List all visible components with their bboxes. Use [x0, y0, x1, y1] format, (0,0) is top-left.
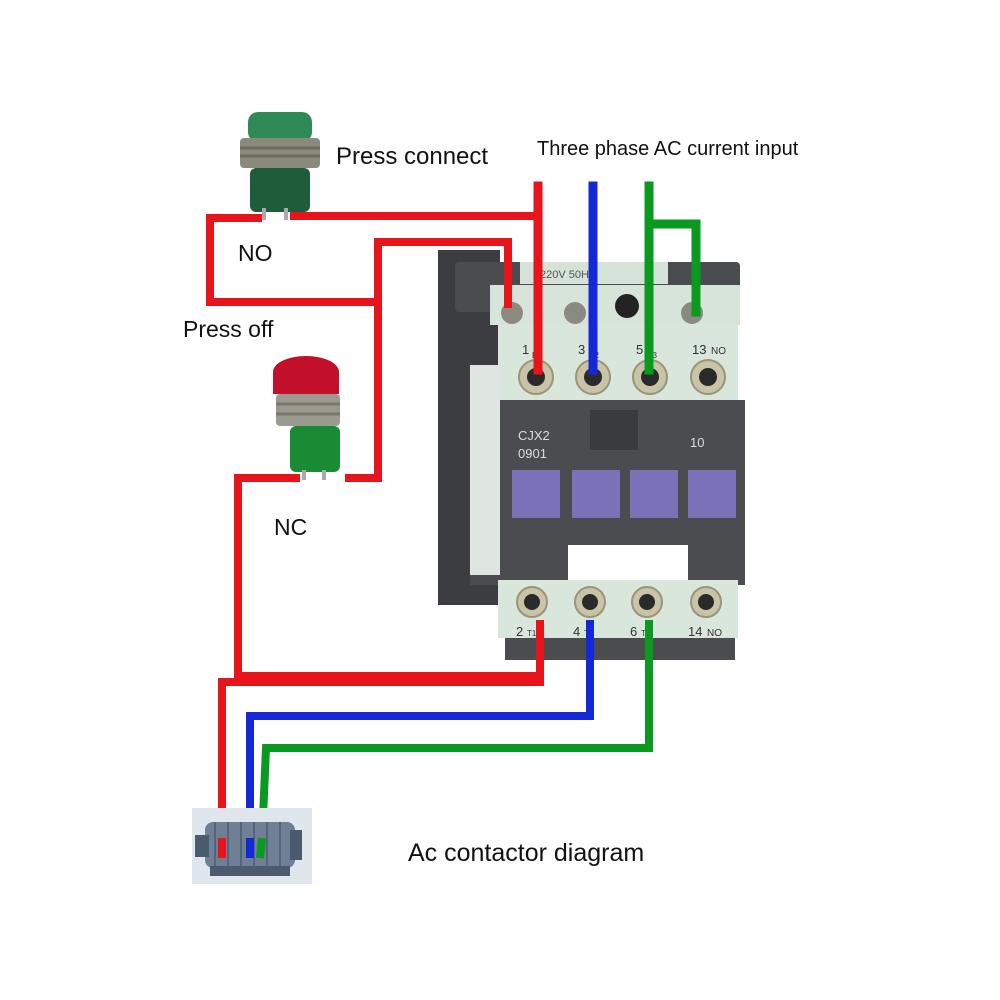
coil-window: [688, 470, 736, 518]
normally-closed-label: NC: [274, 514, 308, 540]
stop-button-label: Press off: [183, 316, 274, 342]
terminal-label: T1: [527, 629, 537, 638]
upper-screw: [564, 302, 586, 324]
upper-screw: [615, 294, 639, 318]
motor-output-wires: [218, 620, 653, 841]
side-label-strip: [470, 365, 500, 575]
motor-icon: [192, 808, 312, 884]
coil-window: [512, 470, 560, 518]
terminal-label: NO: [707, 628, 722, 639]
diagram-title: Ac contactor diagram: [408, 839, 645, 867]
stop-push-button-icon: [273, 356, 340, 480]
contact-code-label: 10: [690, 435, 704, 450]
stop-button-feed-wire: [345, 302, 382, 482]
holding-contact-wire: [374, 238, 512, 308]
phase-1-motor-wire: [218, 620, 544, 840]
contactor-base: [505, 638, 735, 660]
start-button-label: Press connect: [336, 143, 489, 170]
terminal-label: 6: [630, 624, 637, 639]
terminal-label: 14: [688, 624, 702, 639]
phase-2-motor-wire: [246, 620, 594, 840]
motor-terminal-wires: [218, 837, 266, 859]
start-button-return-wire: [206, 214, 378, 306]
coil-window: [572, 470, 620, 518]
rating-text: 220V 50Hz: [540, 269, 594, 281]
terminal-label: 2: [516, 624, 523, 639]
terminal-label: 1: [522, 342, 529, 357]
start-push-button-icon: [240, 112, 320, 220]
terminal-label: 5: [636, 342, 643, 357]
coil-divider: [620, 465, 630, 523]
model-label: CJX2: [518, 428, 550, 443]
upper-terminal-block: [490, 285, 740, 325]
bottom-terminal-screws: [516, 586, 722, 618]
indicator-window: [590, 410, 638, 450]
normally-open-label: NO: [238, 240, 273, 266]
top-terminal-screws: [518, 359, 726, 395]
terminal-label: 13: [692, 342, 706, 357]
phase-3-motor-wire: [258, 620, 653, 841]
three-phase-input-label: Three phase AC current input: [537, 138, 799, 160]
model-number-label: 0901: [518, 446, 547, 461]
contactor-icon: 220V 50Hz 1 L1 3 L2 5 L3 13 NO: [438, 250, 745, 660]
coil-supply-wire: [644, 219, 701, 317]
terminal-label: NO: [711, 346, 726, 357]
terminal-label: 4: [573, 624, 580, 639]
terminal-label: 3: [578, 342, 585, 357]
coil-window: [630, 470, 678, 518]
